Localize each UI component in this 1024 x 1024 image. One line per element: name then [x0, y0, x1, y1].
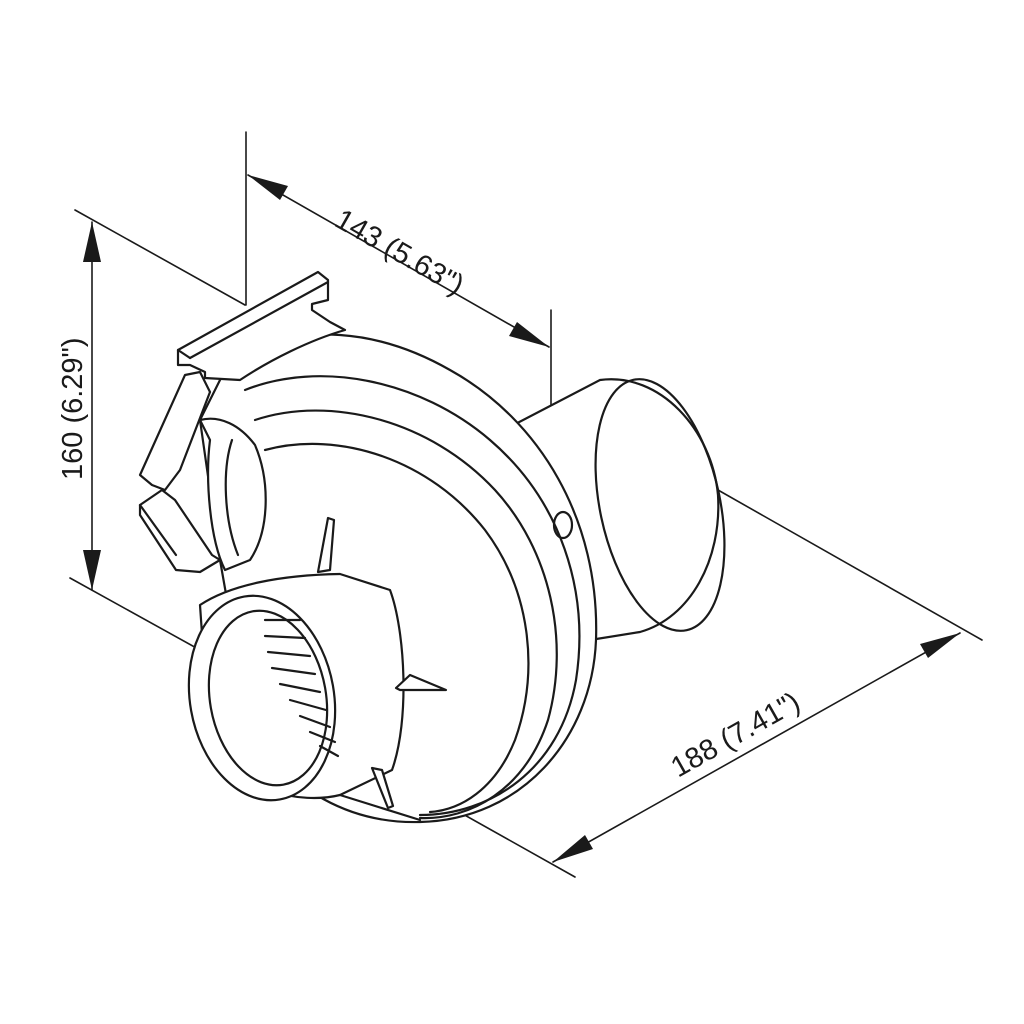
width-label: 143 (5.63")	[330, 203, 470, 301]
height-label: 160 (6.29")	[57, 338, 89, 481]
arrow-up	[83, 222, 101, 262]
arrow-left	[248, 175, 288, 200]
arrow-left	[553, 835, 593, 862]
arrow-right	[509, 322, 549, 347]
outlet-lip	[198, 417, 267, 572]
length-label: 188 (7.41")	[666, 686, 806, 784]
arrow-down	[83, 550, 101, 590]
dimension-length	[552, 632, 961, 863]
dimension-height	[83, 221, 101, 591]
dimension-width	[247, 174, 550, 348]
collar-fins	[316, 516, 448, 822]
inlet-collar	[187, 572, 405, 802]
blower	[138, 270, 726, 824]
impeller-blades	[263, 618, 340, 758]
motor-housing	[498, 378, 726, 642]
arrow-right	[920, 633, 960, 658]
mounting-bracket	[138, 270, 347, 574]
